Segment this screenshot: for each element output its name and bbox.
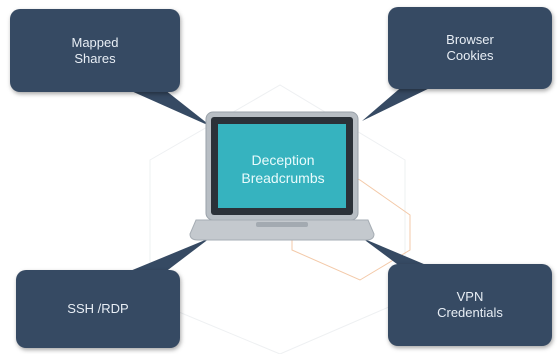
- callout-vpn-credentials: VPN Credentials: [388, 264, 552, 346]
- callout-mapped-shares: Mapped Shares: [10, 9, 180, 92]
- pointer-bottom-left: [118, 238, 210, 276]
- pointer-top-left: [120, 86, 212, 127]
- center-label: Deception Breadcrumbs: [241, 152, 325, 186]
- callout-browser-cookies: Browser Cookies: [388, 7, 552, 89]
- pointer-bottom-right: [362, 238, 438, 270]
- laptop-screen: [218, 124, 346, 208]
- pointer-top-right: [362, 84, 438, 121]
- background-hexagon-accent: [291, 144, 411, 281]
- laptop-icon: [189, 111, 375, 241]
- laptop-trackpad-notch: [256, 222, 308, 227]
- callout-ssh-rdp: SSH /RDP: [16, 270, 180, 348]
- laptop-base: [189, 219, 375, 241]
